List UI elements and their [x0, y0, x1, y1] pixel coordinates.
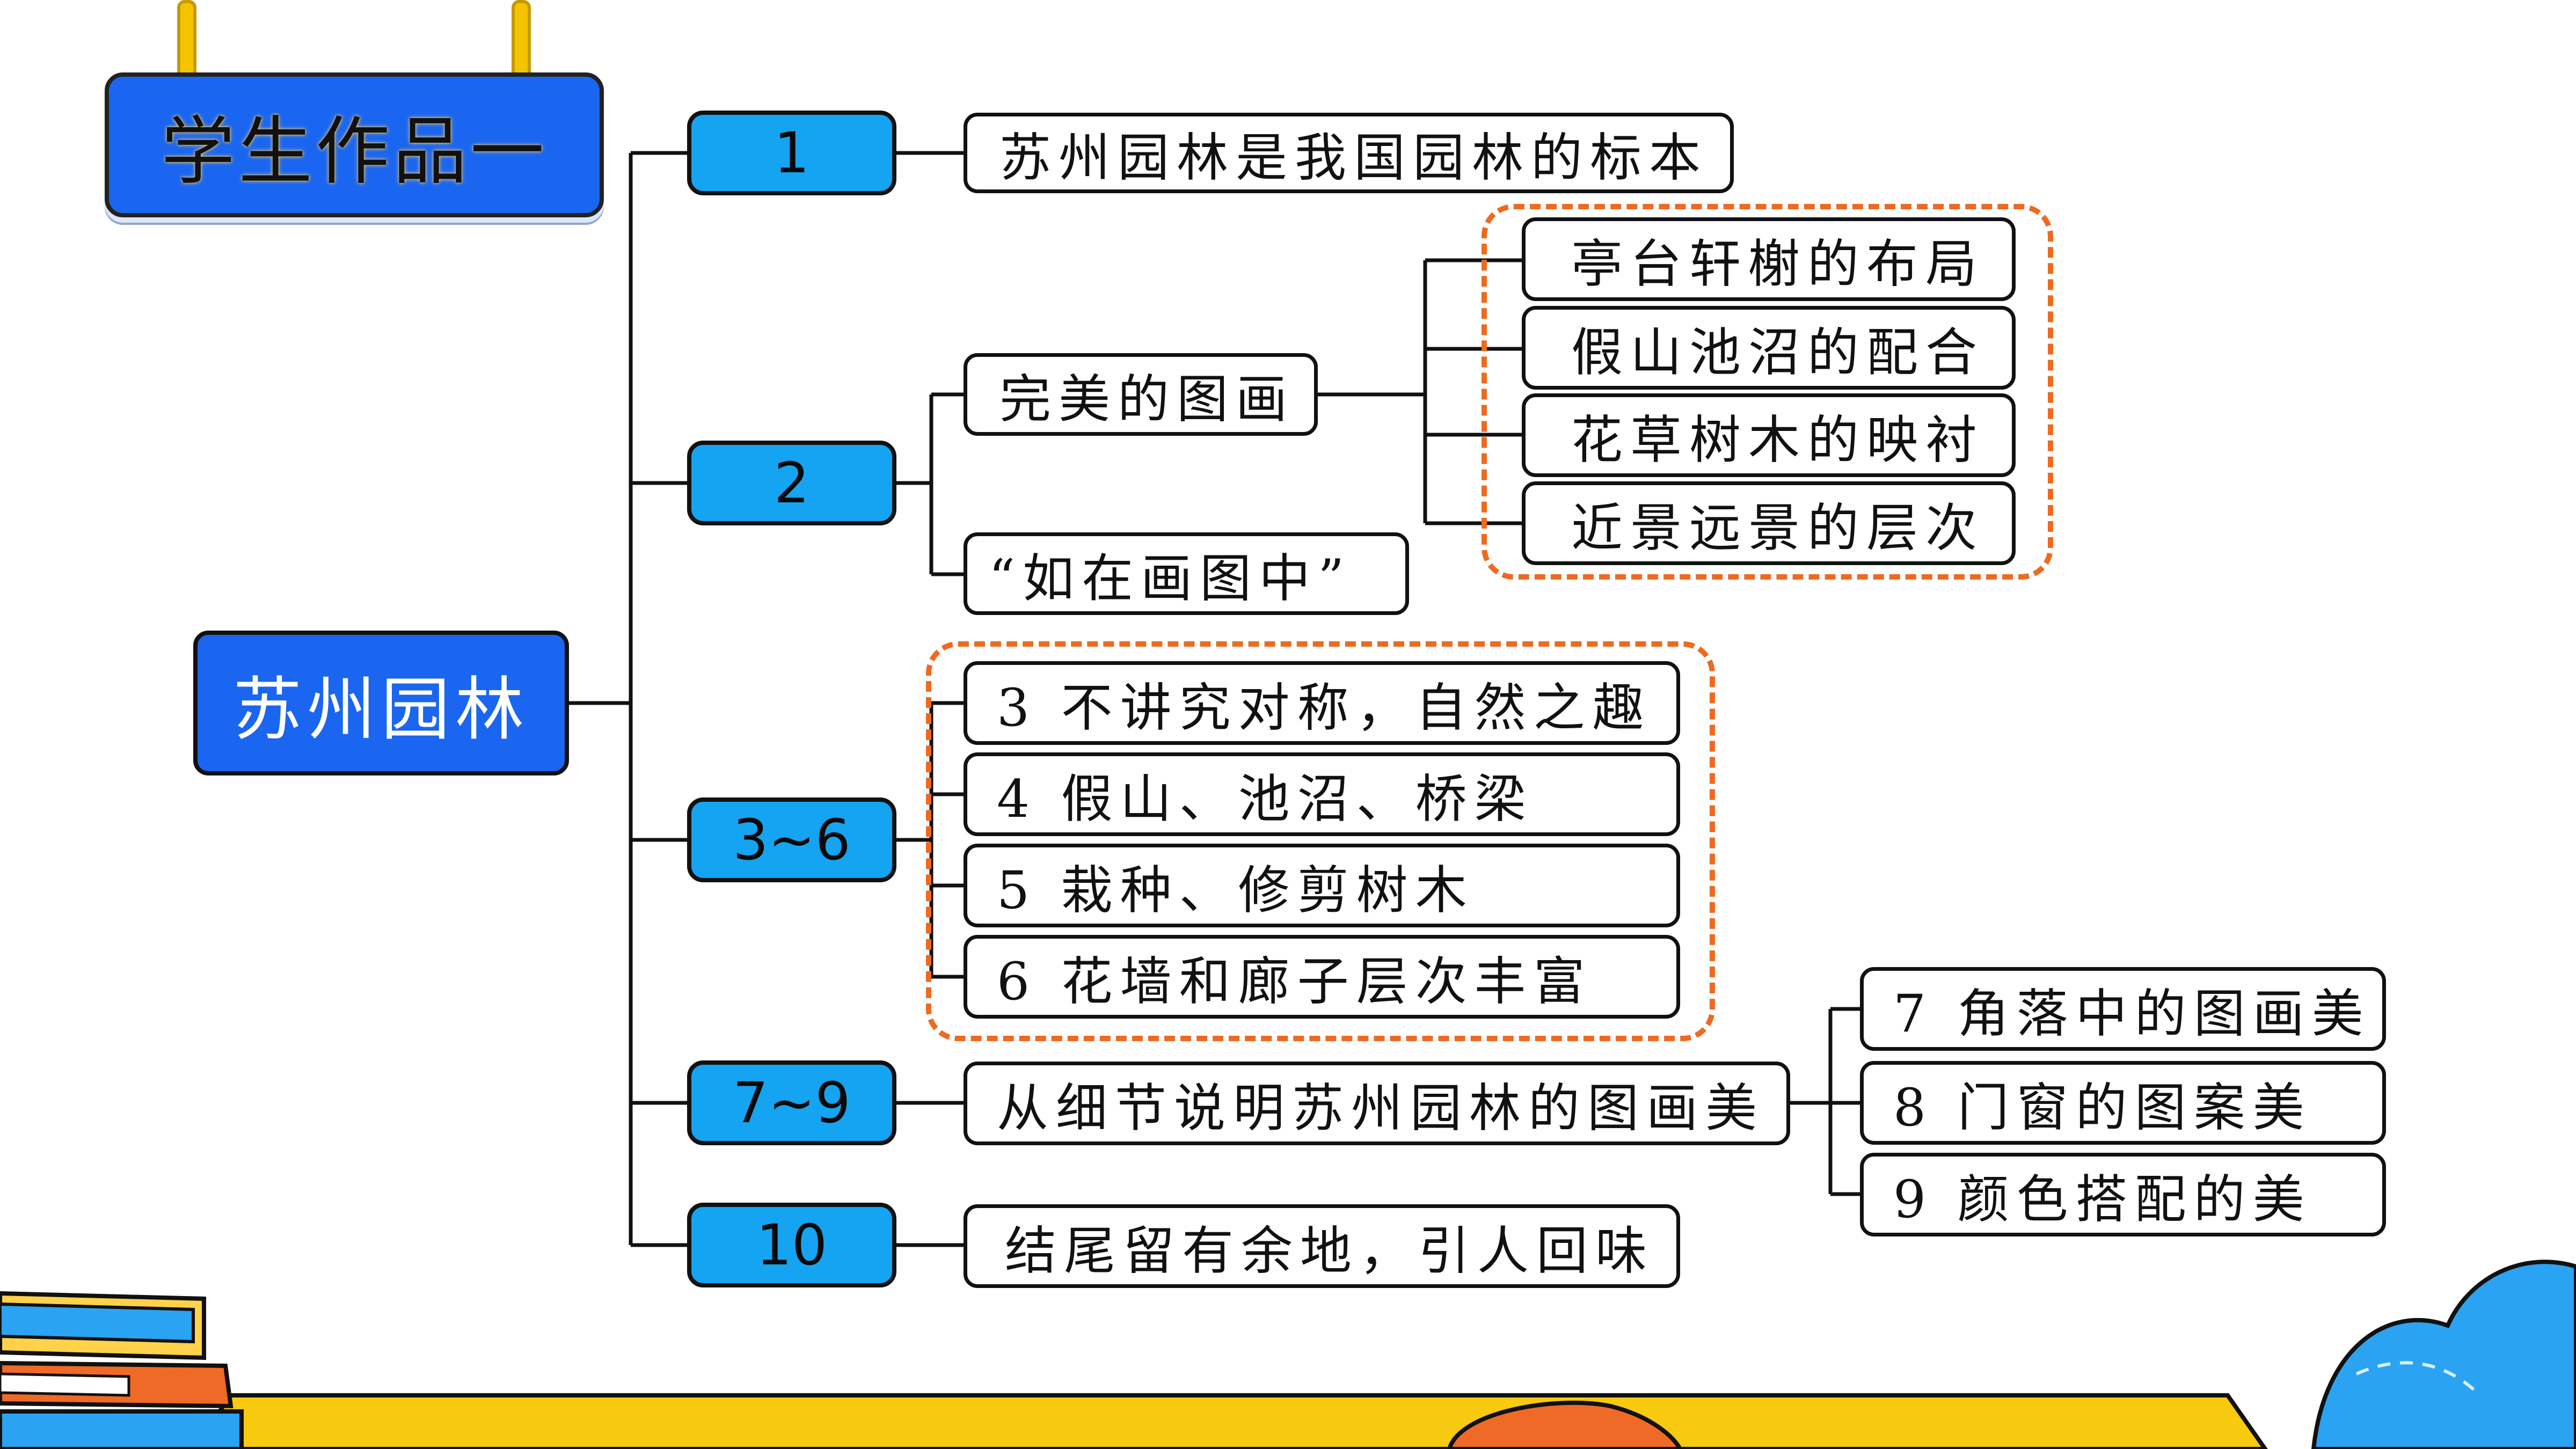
node-s4-item-9: 9 颜色搭配的美	[1860, 1153, 2386, 1236]
section-number-10: 10	[687, 1203, 896, 1287]
node-s3-item-4: 4 假山、池沼、桥梁	[964, 752, 1680, 836]
title-card	[105, 72, 604, 217]
node-s1: 苏州园林是我国园林的标本	[964, 113, 1734, 193]
section-number-7-9: 7~9	[687, 1060, 896, 1145]
node-s4-item-7: 7 角落中的图画美	[1860, 967, 2386, 1051]
highlight-frame-layout	[1482, 204, 2053, 580]
section-number-3-6: 3~6	[687, 797, 896, 882]
node-s3-item-3: 3 不讲究对称，自然之趣	[964, 661, 1680, 745]
highlight-frame-details	[926, 641, 1715, 1041]
hanger-left	[177, 0, 196, 83]
node-s2-item-3: 花草树木的映衬	[1522, 393, 2016, 477]
node-s2-item-4: 近景远景的层次	[1522, 481, 2016, 565]
hanger-right	[512, 0, 531, 83]
node-s2-item-1: 亭台轩榭的布局	[1522, 217, 2016, 301]
node-s4-item-8: 8 门窗的图案美	[1860, 1061, 2386, 1145]
section-number-1: 1	[687, 111, 896, 195]
cloud-decoration	[2311, 1260, 2576, 1449]
node-s5: 结尾留有余地，引人回味	[964, 1204, 1680, 1288]
root-node: 苏州园林	[193, 631, 569, 775]
node-s2-quote: “如在画图中”	[964, 532, 1409, 615]
page-title: 学生作品一	[160, 108, 548, 195]
node-s2-picture: 完美的图画	[964, 353, 1318, 436]
node-s4-main: 从细节说明苏州园林的图画美	[964, 1062, 1790, 1145]
section-number-2: 2	[687, 441, 896, 525]
node-s3-item-5: 5 栽种、修剪树木	[964, 844, 1680, 927]
node-s3-item-6: 6 花墙和廊子层次丰富	[964, 935, 1680, 1019]
node-s2-item-2: 假山池沼的配合	[1522, 306, 2016, 390]
books-decoration	[0, 1291, 244, 1449]
